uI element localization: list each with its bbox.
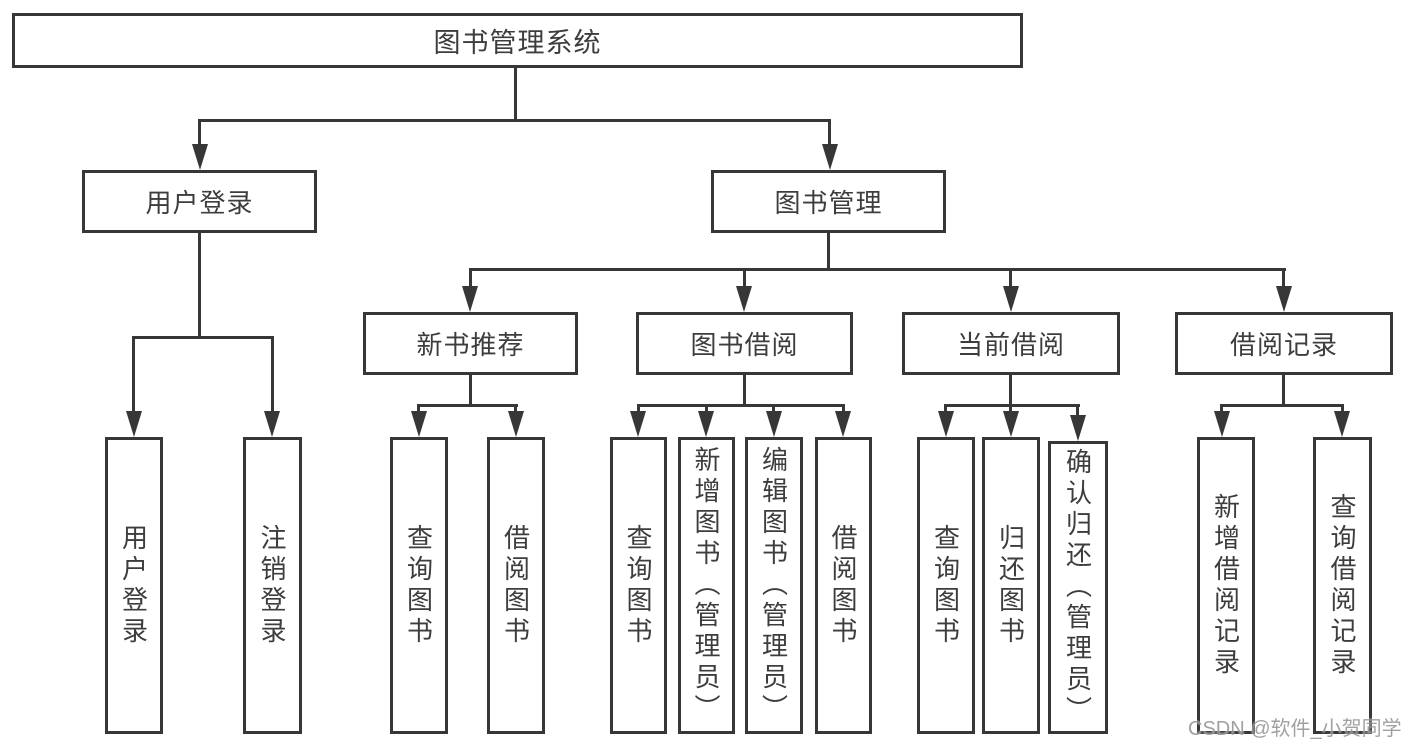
connector-arrow-stem (198, 119, 201, 147)
leaf-add-book-admin: 新增图书（管理员） (678, 437, 735, 734)
leaf-label: 注销登录 (257, 523, 287, 648)
arrow-down-icon (192, 144, 208, 170)
connector-arrow-stem (1341, 404, 1344, 416)
arrow-down-icon (822, 144, 838, 170)
connector-stem (743, 375, 746, 406)
connector-root-stem (514, 67, 517, 120)
leaf-label: 查询图书 (403, 523, 434, 648)
node-borrow-records: 借阅记录 (1175, 312, 1393, 375)
arrow-down-icon (630, 411, 646, 437)
leaf-query-book-1: 查询图书 (390, 437, 448, 734)
connector-arrow-stem (842, 404, 845, 416)
connector-arrow-stem (944, 404, 947, 416)
leaf-label: 确认归还（管理员） (1062, 448, 1093, 727)
arrow-down-icon (1334, 411, 1350, 437)
leaf-edit-book-admin: 编辑图书（管理员） (745, 437, 803, 734)
arrow-down-icon (1276, 286, 1292, 312)
leaf-borrow-book-2: 借阅图书 (815, 437, 872, 734)
connector-arrow-stem (271, 336, 274, 416)
connector-book-mgmt-stem (827, 233, 830, 270)
leaf-label: 查询借阅记录 (1327, 492, 1357, 679)
arrow-down-icon (1214, 411, 1230, 437)
arrow-down-icon (1070, 415, 1086, 441)
arrow-down-icon (264, 411, 280, 437)
connector-stem (469, 375, 472, 406)
connector-arrow-stem (1009, 404, 1012, 416)
node-book-borrow: 图书借阅 (636, 312, 853, 375)
leaf-label: 查询图书 (623, 523, 653, 648)
connector-user-login-rail (132, 336, 274, 339)
connector-rail (637, 404, 845, 407)
arrow-down-icon (462, 286, 478, 312)
leaf-confirm-return-admin: 确认归还（管理员） (1048, 441, 1108, 734)
node-current-borrow: 当前借阅 (902, 312, 1120, 375)
connector-arrow-stem (705, 404, 708, 416)
arrow-down-icon (1003, 411, 1019, 437)
leaf-label: 新增借阅记录 (1210, 492, 1241, 679)
connector-arrow-stem (469, 268, 472, 290)
connector-arrow-stem (828, 119, 831, 147)
connector-arrow-stem (772, 404, 775, 416)
arrow-down-icon (938, 411, 954, 437)
connector-rail (944, 404, 1080, 407)
csdn-watermark: CSDN @软件_小贺同学 (1188, 718, 1402, 740)
connector-stem (1009, 375, 1012, 406)
node-new-book-recommend: 新书推荐 (363, 312, 578, 375)
arrow-down-icon (508, 411, 524, 437)
connector-arrow-stem (1009, 268, 1012, 290)
leaf-query-borrow-record: 查询借阅记录 (1313, 437, 1372, 734)
connector-arrow-stem (514, 404, 517, 416)
connector-user-login-stem (198, 233, 201, 337)
connector-arrow-stem (1282, 268, 1285, 290)
connector-arrow-stem (132, 336, 135, 416)
leaf-query-book-3: 查询图书 (917, 437, 975, 734)
leaf-label: 编辑图书（管理员） (758, 446, 789, 725)
connector-arrow-stem (1220, 404, 1223, 416)
leaf-label: 查询图书 (930, 523, 961, 648)
leaf-logout: 注销登录 (243, 437, 302, 734)
arrow-down-icon (126, 411, 142, 437)
arrow-down-icon (698, 411, 714, 437)
arrow-down-icon (1003, 286, 1019, 312)
connector-arrow-stem (743, 268, 746, 290)
connector-arrow-stem (637, 404, 640, 416)
connector-rail (1220, 404, 1344, 407)
connector-arrow-stem (1076, 404, 1079, 416)
arrow-down-icon (766, 411, 782, 437)
leaf-user-login: 用户登录 (105, 437, 163, 734)
arrow-down-icon (835, 411, 851, 437)
connector-arrow-stem (417, 404, 420, 416)
leaf-add-borrow-record: 新增借阅记录 (1197, 437, 1255, 734)
leaf-return-book: 归还图书 (982, 437, 1040, 734)
leaf-label: 新增图书（管理员） (691, 446, 721, 725)
arrow-down-icon (736, 286, 752, 312)
connector-rail (417, 404, 518, 407)
connector-root-rail (198, 119, 831, 122)
leaf-borrow-book-1: 借阅图书 (487, 437, 545, 734)
leaf-label: 借阅图书 (828, 523, 858, 648)
node-root-system: 图书管理系统 (12, 13, 1023, 68)
node-user-login: 用户登录 (82, 170, 317, 233)
leaf-label: 用户登录 (118, 523, 149, 648)
connector-book-mgmt-rail (469, 268, 1286, 271)
leaf-query-book-2: 查询图书 (610, 437, 667, 734)
connector-stem (1282, 375, 1285, 406)
leaf-label: 借阅图书 (500, 523, 531, 648)
arrow-down-icon (411, 411, 427, 437)
leaf-label: 归还图书 (995, 523, 1026, 648)
node-book-management: 图书管理 (711, 170, 946, 233)
